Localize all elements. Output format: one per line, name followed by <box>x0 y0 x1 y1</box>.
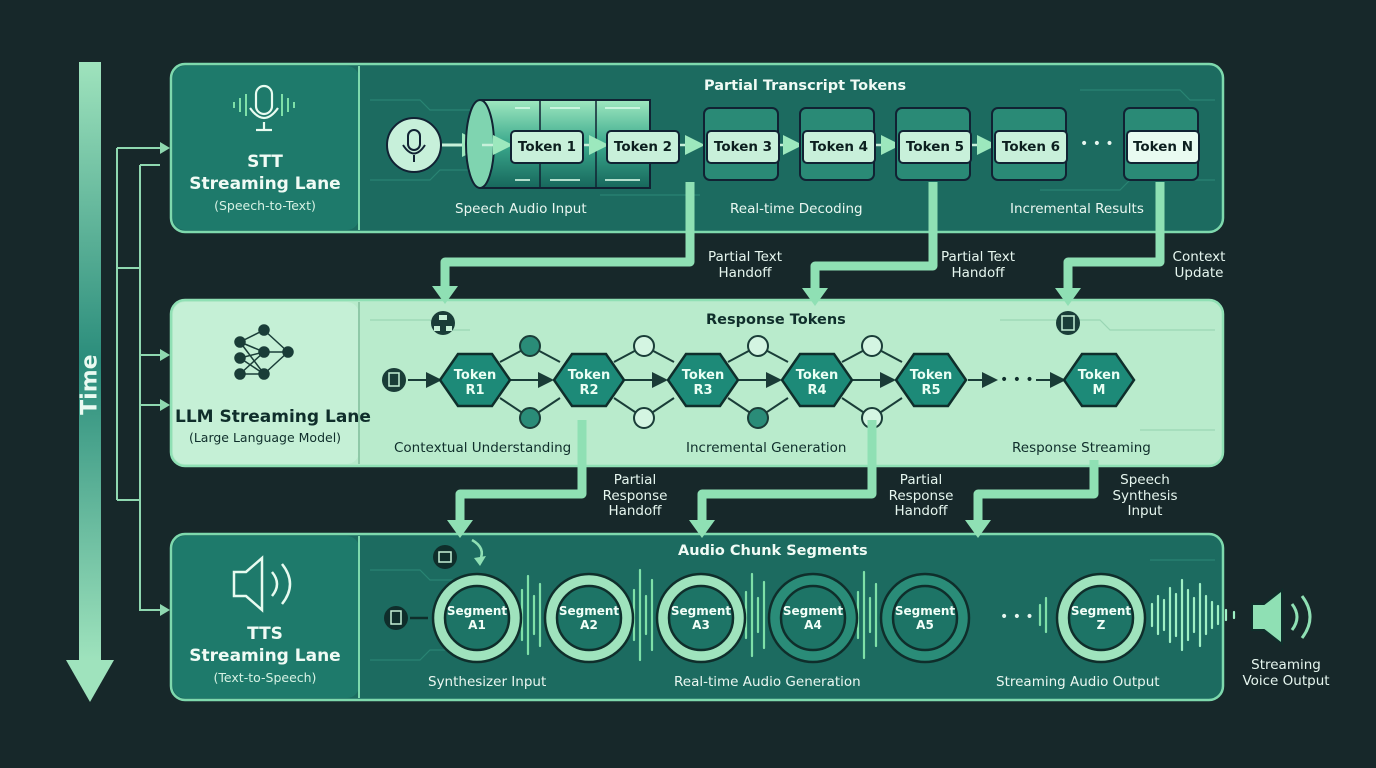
tts-title-line2: Streaming Lane <box>189 646 341 666</box>
llm-subtitle: (Large Language Model) <box>188 430 342 445</box>
tts-caption-3: Streaming Audio Output <box>996 674 1160 690</box>
tts-header: Audio Chunk Segments <box>678 543 868 559</box>
stt-token-4: Token 4 <box>802 130 876 164</box>
llm-caption-2: Incremental Generation <box>686 440 847 456</box>
tts-lane <box>169 532 1225 702</box>
llm-header: Response Tokens <box>706 312 846 328</box>
llm-caption-3: Response Streaming <box>1012 440 1151 456</box>
input-doc-icon <box>382 368 406 392</box>
llm-title: LLM Streaming Lane <box>175 407 371 427</box>
stt-title-line2: Streaming Lane <box>189 174 341 194</box>
document-icon <box>1056 311 1080 335</box>
speaker-icon <box>232 555 292 613</box>
tts-caption-2: Real-time Audio Generation <box>674 674 861 690</box>
handoff-arrows-bottom <box>455 420 1099 524</box>
stt-token-2: Token 2 <box>606 130 680 164</box>
handoff-arrows-top <box>440 182 1165 292</box>
stt-subtitle: (Speech-to-Text) <box>214 198 316 213</box>
time-arrow <box>66 62 114 702</box>
neural-network-icon <box>234 324 294 380</box>
stt-title: STT <box>247 152 283 172</box>
lane-bracket <box>116 147 160 611</box>
output-speaker-icon <box>1251 587 1312 647</box>
speech-input-mic-icon <box>386 117 442 173</box>
stt-token-n: Token N <box>1126 130 1200 164</box>
tts-segments <box>410 572 1147 664</box>
llm-ellipsis: • • • <box>1000 372 1034 388</box>
stt-token-3: Token 3 <box>706 130 780 164</box>
llm-token-chain <box>408 335 1136 429</box>
stt-token-6: Token 6 <box>994 130 1068 164</box>
text-input-icon <box>433 545 457 569</box>
script-icon <box>384 606 408 630</box>
tts-caption-1: Synthesizer Input <box>428 674 547 690</box>
output-waveform <box>1150 578 1236 652</box>
stt-caption-1: Speech Audio Input <box>455 201 587 217</box>
stt-caption-2: Real-time Decoding <box>730 201 863 217</box>
stt-token-5: Token 5 <box>898 130 972 164</box>
tts-subtitle: (Text-to-Speech) <box>213 670 317 685</box>
time-label: Time <box>77 354 103 415</box>
hierarchy-icon <box>431 311 455 335</box>
stt-header: Partial Transcript Tokens <box>704 78 907 94</box>
stt-ellipsis: • • • <box>1080 136 1114 152</box>
stt-caption-3: Incremental Results <box>1010 201 1144 217</box>
stt-token-1: Token 1 <box>510 130 584 164</box>
microphone-icon <box>233 84 295 132</box>
tts-title: TTS <box>247 624 283 644</box>
llm-caption-1: Contextual Understanding <box>394 440 572 456</box>
tts-ellipsis: • • • <box>1000 609 1034 625</box>
